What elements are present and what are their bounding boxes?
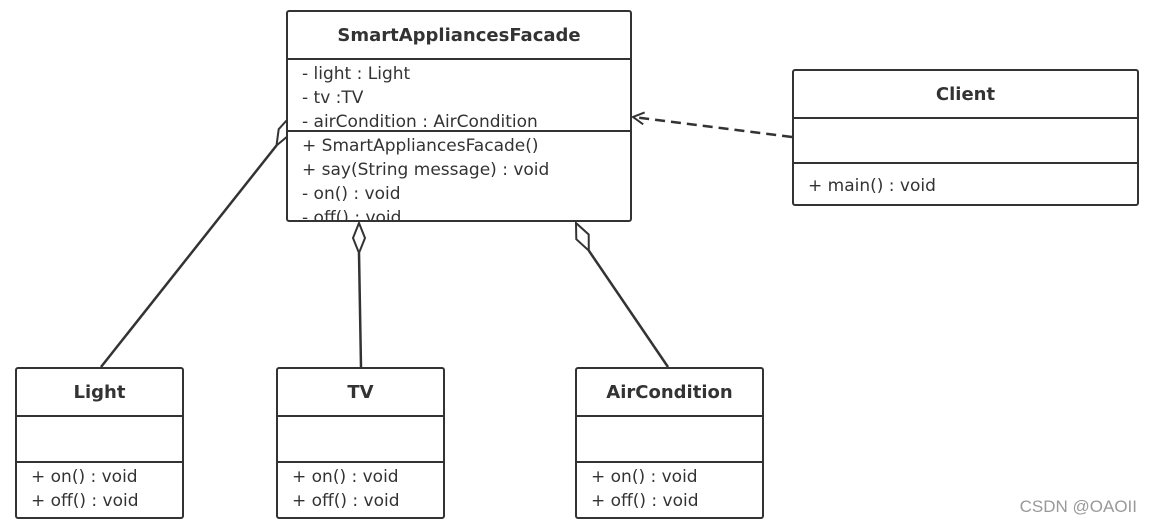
aggregation-facade-tv [351,220,367,368]
attribute-tv: - tv :TV [302,88,364,108]
aggregation-facade-aircondition [574,220,670,368]
class-name: TV [278,369,443,417]
attribute-aircondition: - airCondition : AirCondition [302,112,538,132]
attributes-compartment: - light : Light - tv :TV - airCondition … [288,60,630,132]
class-aircondition[interactable]: AirCondition + on() : void + off() : voi… [575,367,764,519]
class-name: SmartAppliancesFacade [288,12,630,60]
method-on: + on() : void [591,467,698,487]
methods-compartment: + on() : void + off() : void [577,463,762,517]
attributes-compartment [17,417,182,463]
methods-compartment: + on() : void + off() : void [278,463,443,517]
method-say: + say(String message) : void [302,160,550,180]
class-name: AirCondition [577,369,762,417]
class-name: Light [17,369,182,417]
methods-compartment: + main() : void [794,164,1137,204]
attributes-compartment [278,417,443,463]
class-smart-appliances-facade[interactable]: SmartAppliancesFacade - light : Light - … [286,10,632,222]
method-off: + off() : void [292,491,400,511]
method-main: + main() : void [808,176,936,196]
class-client[interactable]: Client + main() : void [792,69,1139,206]
watermark: CSDN @OAOII [1019,497,1137,516]
attributes-compartment [577,417,762,463]
method-off: + off() : void [591,491,699,511]
class-name: Client [794,71,1137,119]
dependency-client-to-facade [633,117,793,139]
methods-compartment: + SmartAppliancesFacade() + say(String m… [288,132,630,222]
aggregation-diamond-aircondition [574,220,590,253]
attribute-light: - light : Light [302,64,411,84]
attributes-compartment [794,119,1137,164]
method-on: + on() : void [292,467,399,487]
class-tv[interactable]: TV + on() : void + off() : void [276,367,445,519]
method-off: + off() : void [31,491,139,511]
methods-compartment: + on() : void + off() : void [17,463,182,517]
aggregation-diamond-tv [351,220,367,256]
method-on: - on() : void [302,184,401,204]
class-light[interactable]: Light + on() : void + off() : void [15,367,184,519]
method-off: - off() : void [302,208,402,222]
method-on: + on() : void [31,467,138,487]
method-constructor: + SmartAppliancesFacade() [302,136,539,156]
aggregation-facade-light [100,117,289,368]
